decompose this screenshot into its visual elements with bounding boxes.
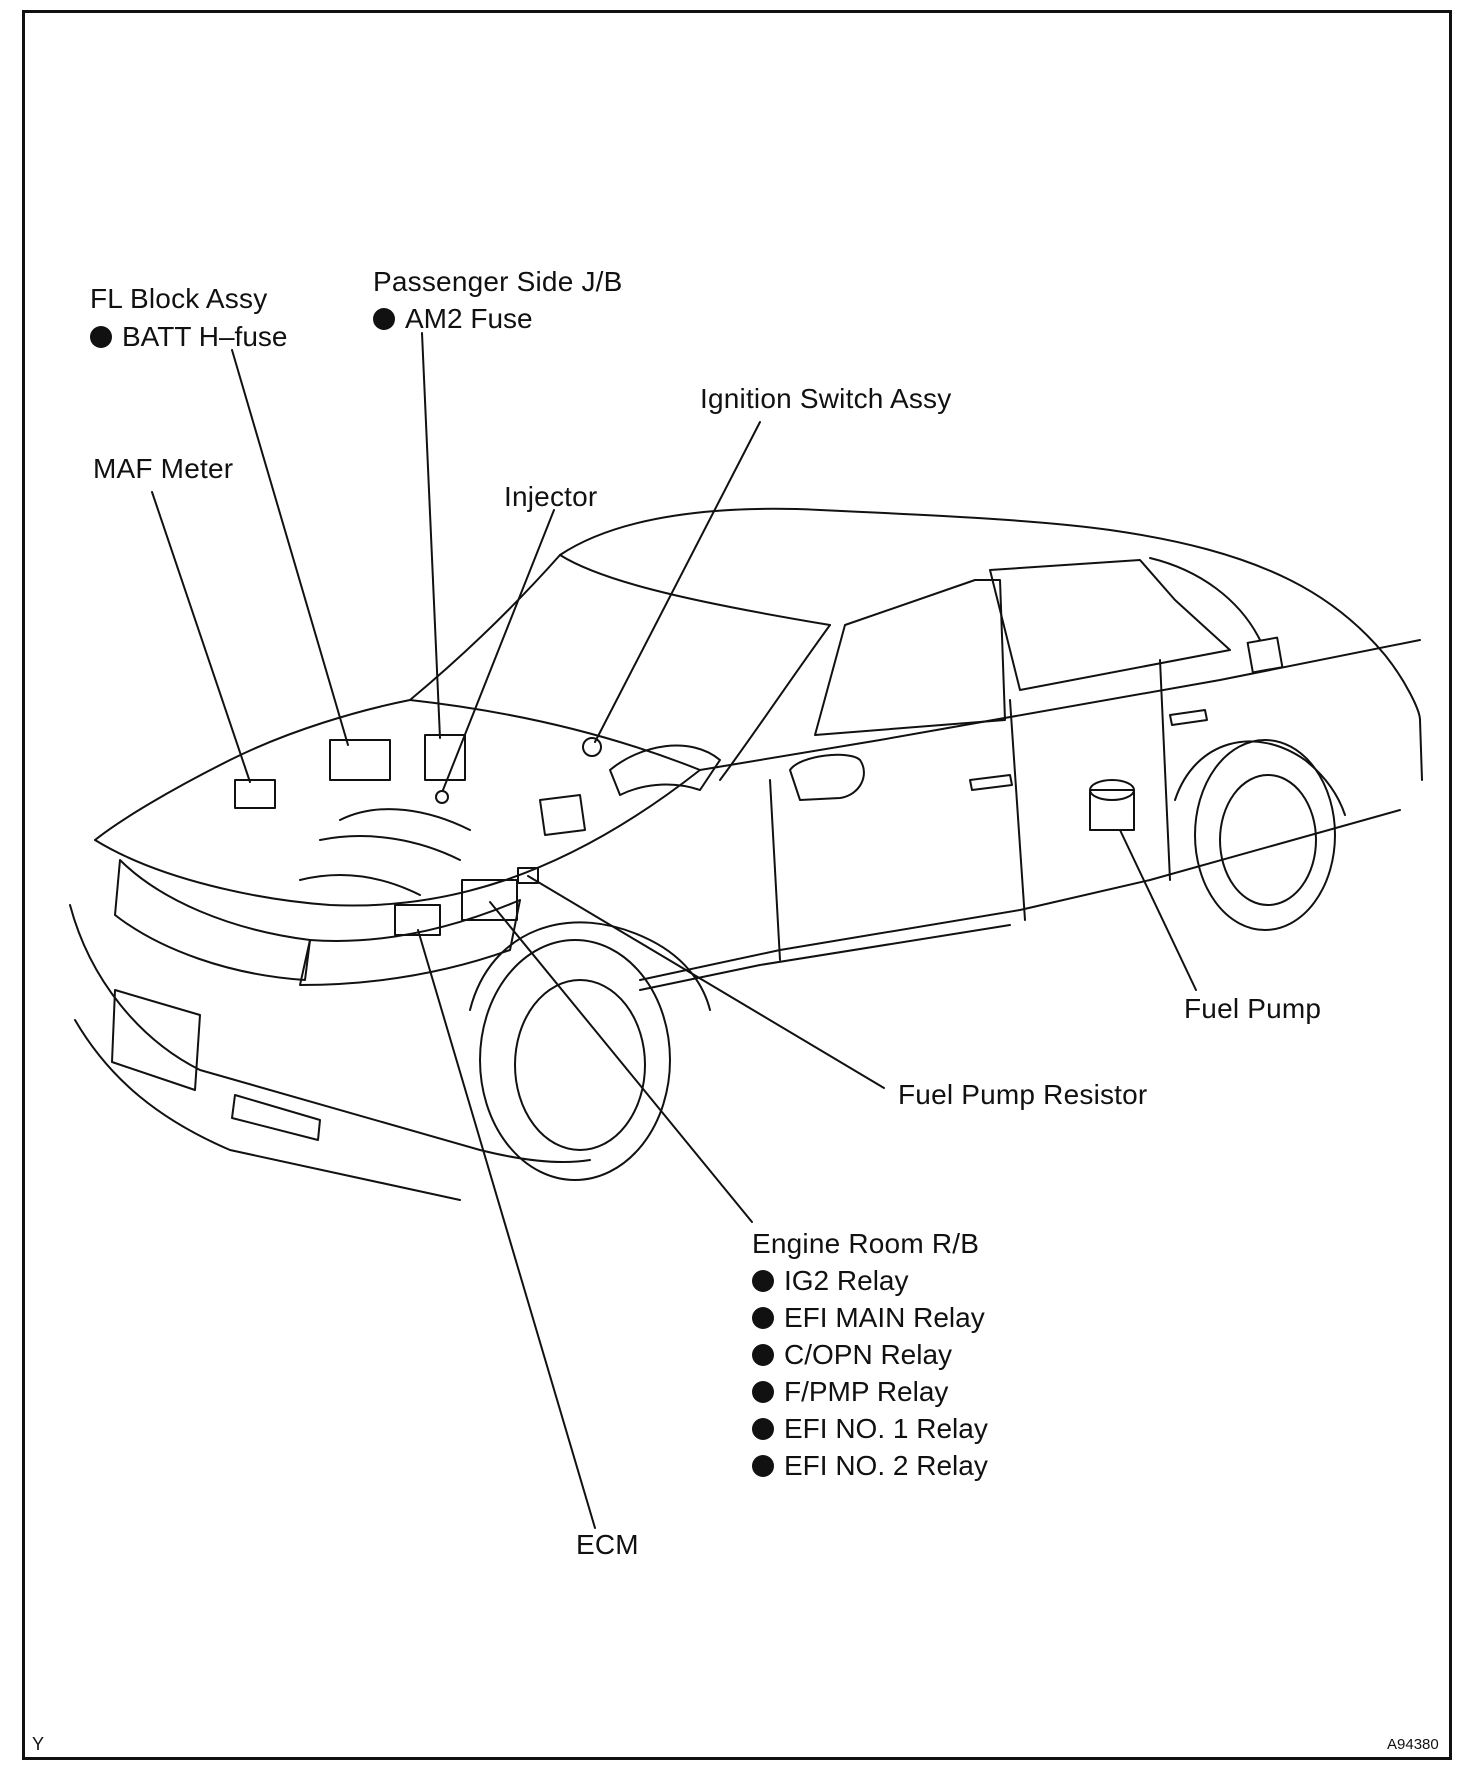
bullet-icon [752, 1455, 774, 1477]
car-windshield-top [559, 554, 831, 626]
bullet-icon [752, 1344, 774, 1366]
corner-code-right: A94380 [1387, 1736, 1439, 1753]
bullet-icon [373, 308, 395, 330]
ecm-component [394, 904, 441, 936]
front-wheel [479, 939, 671, 1181]
front-lower-bumper [74, 1019, 461, 1201]
engine-room-rb-item: EFI NO. 2 Relay [752, 1447, 988, 1484]
leader-engine-room-rb [489, 901, 753, 1223]
fuel-door [1246, 636, 1284, 674]
leader-ignition [594, 421, 761, 743]
bullet-icon [752, 1418, 774, 1440]
fuel-pump-body [1089, 789, 1135, 831]
corner-code-left: Y [32, 1734, 45, 1754]
ignition-label: Ignition Switch Assy [700, 383, 952, 414]
engine-room-rb-items: IG2 Relay EFI MAIN Relay C/OPN Relay F/P… [752, 1262, 988, 1484]
fuel-pump-resistor-label: Fuel Pump Resistor [898, 1079, 1148, 1110]
side-mirror [789, 753, 865, 801]
rear-quarter-window [1149, 557, 1261, 641]
leader-ecm [417, 929, 596, 1529]
engine-detail [299, 808, 471, 896]
front-wheel-rim [514, 979, 646, 1151]
bullet-icon [90, 326, 112, 348]
rear-wheel-rim [1219, 774, 1317, 906]
fl-block-item: BATT H–fuse [90, 318, 287, 355]
license-plate [111, 989, 201, 1091]
fuel-pump-label: Fuel Pump [1184, 993, 1322, 1024]
air-intake [609, 744, 721, 796]
passenger-jb-title: Passenger Side J/B [373, 266, 623, 297]
car-windshield-left [409, 554, 561, 701]
bullet-icon [752, 1307, 774, 1329]
ecm-label: ECM [576, 1529, 639, 1560]
engine-room-rb-item: C/OPN Relay [752, 1336, 988, 1373]
car-windshield-bottom [409, 699, 701, 771]
fog-lamp [231, 1094, 321, 1141]
battery [539, 794, 586, 836]
bullet-icon [752, 1381, 774, 1403]
grille [114, 859, 311, 981]
car-side-lower [639, 924, 1011, 991]
engine-room-rb-item: EFI NO. 1 Relay [752, 1410, 988, 1447]
front-wheel-arch [469, 921, 711, 1011]
fl-block-title: FL Block Assy [90, 283, 268, 314]
rear-wheel-arch [1174, 740, 1346, 816]
ignition-component [582, 737, 602, 757]
engine-room-rb-item: F/PMP Relay [752, 1373, 988, 1410]
fl-block-items: BATT H–fuse [90, 318, 287, 355]
car-side-beltline [699, 639, 1421, 771]
headlamp [299, 899, 521, 986]
rear-wheel [1194, 739, 1336, 931]
fl-block-component [329, 739, 391, 781]
bullet-icon [752, 1270, 774, 1292]
b-pillar [1009, 699, 1026, 921]
leader-passenger-jb [421, 332, 441, 739]
hood-front-edge [94, 769, 701, 907]
injector-component [435, 790, 449, 804]
car-side-rocker [639, 809, 1401, 981]
resistor-component [517, 867, 539, 884]
leader-injector [442, 509, 555, 791]
rear-door-handle [1169, 709, 1208, 726]
front-bumper [69, 904, 591, 1163]
passenger-jb-component [424, 734, 466, 781]
front-door-seam [769, 779, 781, 961]
rear-door-window [989, 559, 1231, 691]
maf-label: MAF Meter [93, 453, 234, 484]
engine-room-rb-item: EFI MAIN Relay [752, 1299, 988, 1336]
engine-room-rb-title: Engine Room R/B [752, 1228, 980, 1259]
engine-room-rb-component [461, 879, 518, 921]
injector-label: Injector [504, 481, 598, 512]
front-door-handle [969, 774, 1013, 791]
rear-door-seam [1159, 659, 1171, 881]
passenger-jb-item: AM2 Fuse [373, 300, 533, 337]
passenger-jb-items: AM2 Fuse [373, 300, 533, 337]
hood-outline [94, 699, 411, 841]
leader-maf [151, 491, 251, 783]
front-door-window [814, 579, 1006, 736]
leader-fuel-pump [1119, 829, 1197, 991]
diagram-frame [22, 10, 1452, 1760]
engine-room-rb-item: IG2 Relay [752, 1262, 988, 1299]
maf-component [234, 779, 276, 809]
leader-fl-block [231, 349, 349, 746]
car-roof-outline [559, 507, 1423, 781]
leader-fuel-pump-resistor [527, 875, 885, 1089]
